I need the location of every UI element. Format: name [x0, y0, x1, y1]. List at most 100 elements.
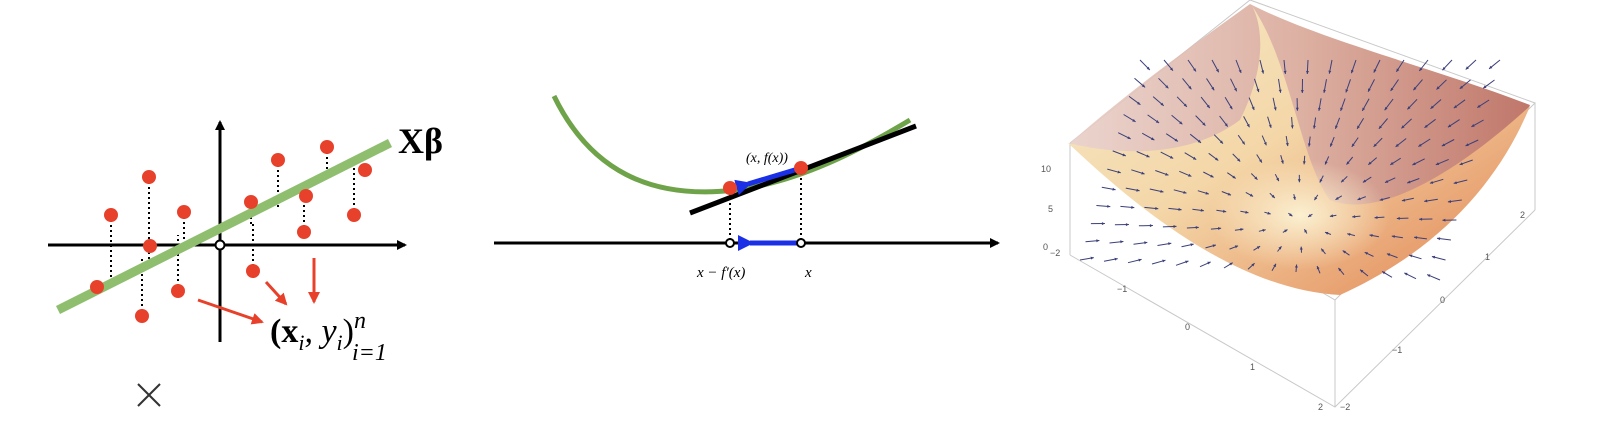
flow-arrow-head: [1192, 156, 1197, 160]
x-tick-label: −2: [1050, 248, 1060, 258]
flow-arrow-head: [1302, 161, 1306, 165]
flow-arrow-head: [1314, 196, 1318, 201]
flow-arrow-head: [1413, 87, 1417, 91]
flow-arrow-head: [1188, 86, 1192, 90]
loss-curve: [551, 94, 912, 195]
flow-arrow-head: [1241, 141, 1245, 145]
regression-line: [55, 138, 393, 315]
flow-arrow-head: [1431, 255, 1436, 259]
flow-arrow-head: [1401, 125, 1405, 129]
flow-arrow-head: [1368, 88, 1371, 92]
flow-arrow-head: [1362, 179, 1367, 183]
data-point: [299, 189, 313, 203]
flow-arrow-head: [1369, 234, 1373, 237]
flow-arrow-head: [1212, 244, 1216, 248]
flow-arrow-head: [1168, 242, 1172, 246]
flow-arrow-head: [1206, 104, 1210, 109]
flow-arrow-head: [1293, 196, 1296, 200]
flow-arrow-head: [1324, 161, 1328, 165]
flow-arrow-head: [1306, 70, 1309, 74]
flow-arrow-head: [1378, 125, 1382, 129]
flow-arrow-head: [1210, 174, 1214, 178]
flow-arrow-head: [1117, 170, 1121, 174]
flow-arrow-head: [1268, 124, 1272, 128]
data-point: [347, 208, 361, 222]
flow-arrow-head: [1271, 194, 1275, 198]
flow-arrow-head: [1419, 217, 1423, 221]
flow-arrow-head: [1232, 175, 1236, 179]
flow-arrow-head: [1185, 260, 1189, 264]
flow-arrow-head: [1368, 161, 1372, 165]
flow-arrow-head: [1200, 208, 1204, 212]
flow-arrow-head: [1424, 199, 1428, 203]
flow-arrow-head: [1429, 181, 1434, 184]
flow-arrow-head: [1259, 159, 1262, 163]
flow-arrow-head: [1229, 262, 1233, 266]
flow-arrow-head: [1404, 272, 1408, 276]
flow-arrow-head: [1453, 181, 1457, 185]
flow-arrow-head: [1325, 231, 1329, 235]
flow-arrow-head: [1234, 87, 1237, 92]
flow-arrow-head: [1237, 158, 1241, 162]
flow-arrow-head: [1323, 89, 1326, 93]
flow-arrow-head: [1107, 204, 1111, 208]
flow-arrow-head: [1459, 85, 1464, 89]
flow-arrow-head: [1294, 264, 1298, 268]
flow-arrow-head: [1218, 227, 1222, 230]
flow-arrow-head: [1471, 124, 1475, 127]
flow-arrow-head: [1374, 216, 1378, 219]
flow-arrow-head: [1162, 259, 1166, 263]
flow-arrow-head: [1465, 66, 1469, 70]
flow-arrow-head: [1207, 261, 1211, 265]
flow-arrow-head: [1390, 161, 1394, 165]
flow-arrow-head: [1395, 143, 1399, 147]
flow-arrow-head: [1215, 68, 1219, 73]
z-tick-label: 5: [1048, 204, 1053, 214]
flow-arrow-head: [1477, 104, 1481, 108]
flow-arrow-head: [1441, 143, 1446, 147]
flow-arrow-head: [1215, 157, 1219, 161]
data-point: [244, 195, 258, 209]
flow-arrow-head: [1251, 263, 1255, 267]
flow-arrow-head: [1131, 205, 1135, 209]
x-axis-ticks: −2 −1 0 1 2: [1050, 248, 1323, 412]
flow-arrow-head: [1137, 101, 1141, 105]
flow-arrow-head: [1289, 213, 1293, 217]
flow-arrow-head: [1165, 85, 1169, 89]
flow-arrow-head: [1178, 207, 1182, 211]
flow-arrow-head: [1435, 162, 1440, 165]
flow-arrow-head: [1430, 105, 1434, 109]
flow-arrow-head: [1141, 171, 1145, 175]
flow-arrow-head: [1308, 214, 1312, 217]
close-icon[interactable]: [134, 380, 164, 410]
flow-arrow-head: [1245, 210, 1249, 214]
surface-plot-panel: 0 5 10 −2 −1 0 1 2 −2 −1 0 1 2: [1041, 0, 1536, 412]
flow-arrow-head: [1318, 107, 1321, 111]
flow-arrow-head: [1090, 256, 1094, 260]
flow-arrow-head: [1442, 218, 1446, 222]
flow-arrow-head: [1396, 68, 1400, 72]
data-points: [90, 140, 372, 323]
gradient-flow-field: [1079, 59, 1501, 281]
flow-arrow-head: [1144, 241, 1148, 245]
gd-dotted-guides: [729, 168, 802, 243]
flow-arrow-head: [1195, 226, 1199, 229]
flow-arrow-head: [1219, 140, 1223, 144]
flow-arrow-head: [1342, 250, 1346, 254]
z-axis-ticks: 0 5 10: [1041, 164, 1053, 252]
y-axis-ticks: −2 −1 0 1 2: [1340, 210, 1525, 412]
y-tick-label: 0: [1440, 295, 1445, 305]
flow-arrow-head: [1436, 86, 1440, 90]
data-point: [142, 170, 156, 184]
flow-arrow-head: [1447, 124, 1452, 128]
flow-arrow-head: [1246, 123, 1250, 128]
flow-arrow-head: [1346, 161, 1350, 165]
gradient-descent-panel: (x, f(x)) x − f′(x) x: [494, 94, 1000, 281]
data-point: [171, 284, 185, 298]
flow-arrow-head: [1238, 69, 1242, 73]
flow-arrow-head: [1418, 143, 1422, 147]
data-pointer-arrows: [197, 258, 320, 325]
flow-arrow-head: [1193, 68, 1196, 72]
origin-marker: [214, 239, 226, 251]
